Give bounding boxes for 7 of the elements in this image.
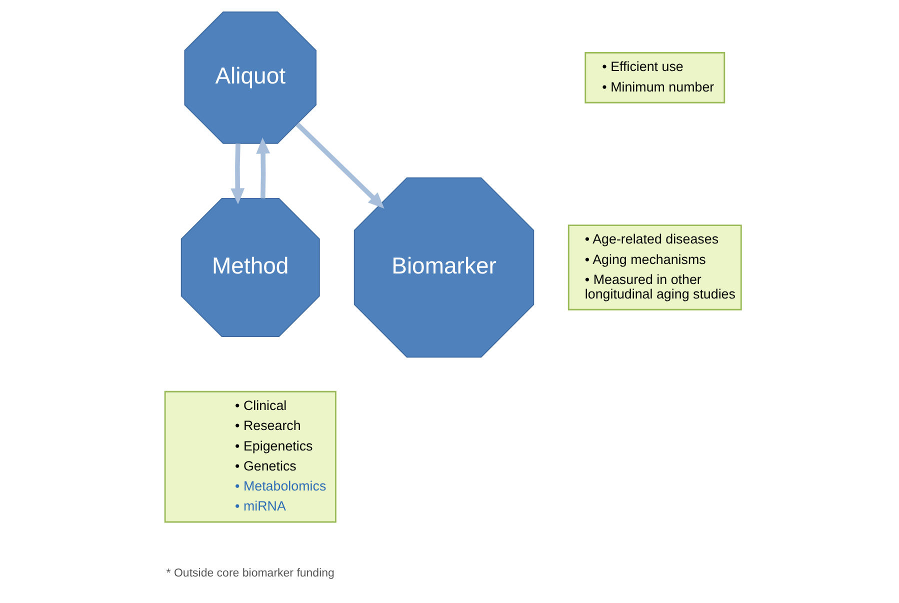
node-box: • Efficient use • Minimum number	[584, 52, 725, 104]
arrow	[256, 138, 270, 198]
arrow	[295, 122, 384, 209]
label: * Outside core biomarker funding	[166, 568, 334, 580]
node-box: • Clinical • Research • Epigenetics • Genetics • Metabolomics • miRNA	[164, 390, 336, 523]
arrow	[230, 143, 244, 204]
node-box: • Age-related diseases • Aging mechanisms • Measured in other longitudinal aging studies	[567, 224, 742, 310]
